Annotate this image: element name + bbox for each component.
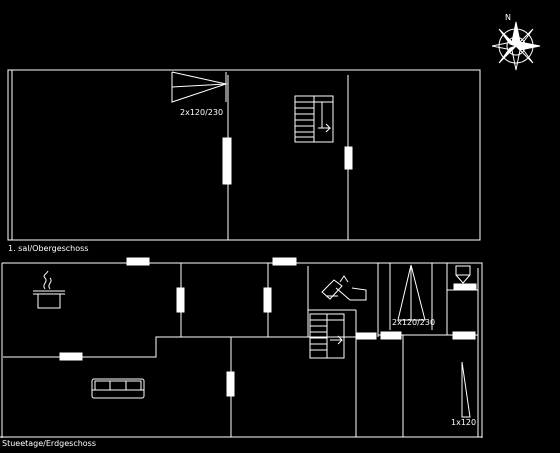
upper-window-label: 2x120/230 bbox=[180, 108, 224, 117]
ground-floor-label: Stueetage/Erdgeschoss bbox=[2, 439, 97, 448]
ground-door-bath-c bbox=[452, 331, 476, 340]
ground-door-room bbox=[226, 371, 235, 397]
ground-door-bath-a bbox=[355, 332, 377, 340]
compass-rose-icon bbox=[491, 21, 541, 71]
roof-window-icon bbox=[397, 264, 426, 321]
ground-door-kitchen bbox=[176, 287, 185, 313]
ground-door-wc bbox=[453, 283, 477, 291]
ground-window-label-a: 2x120/230 bbox=[392, 318, 436, 327]
armchair-icon bbox=[321, 275, 367, 301]
toilet-icon bbox=[455, 265, 471, 284]
roof-window-icon bbox=[171, 71, 228, 103]
ground-window-label-b: 1x120 bbox=[451, 418, 477, 427]
upper-floor-label: 1. sal/Obergeschoss bbox=[8, 244, 89, 253]
cooking-pot-icon bbox=[33, 270, 65, 309]
upper-floor-outline bbox=[7, 69, 481, 241]
ground-door-living bbox=[59, 352, 83, 361]
ground-outer-top bbox=[2, 262, 483, 438]
upper-floor bbox=[7, 69, 481, 241]
ground-door-top-left bbox=[126, 257, 150, 266]
upper-door-left bbox=[222, 137, 232, 185]
north-label: N bbox=[505, 13, 511, 22]
ground-door-bath-b bbox=[380, 331, 402, 340]
stairs-icon bbox=[294, 95, 334, 143]
window-wedge-icon bbox=[461, 361, 471, 418]
ground-door-top-right bbox=[272, 257, 297, 266]
stairs-icon bbox=[309, 313, 345, 359]
sofa-icon bbox=[91, 378, 145, 399]
ground-floor bbox=[0, 257, 483, 438]
ground-door-hall bbox=[263, 287, 272, 313]
upper-door-right bbox=[344, 146, 353, 170]
